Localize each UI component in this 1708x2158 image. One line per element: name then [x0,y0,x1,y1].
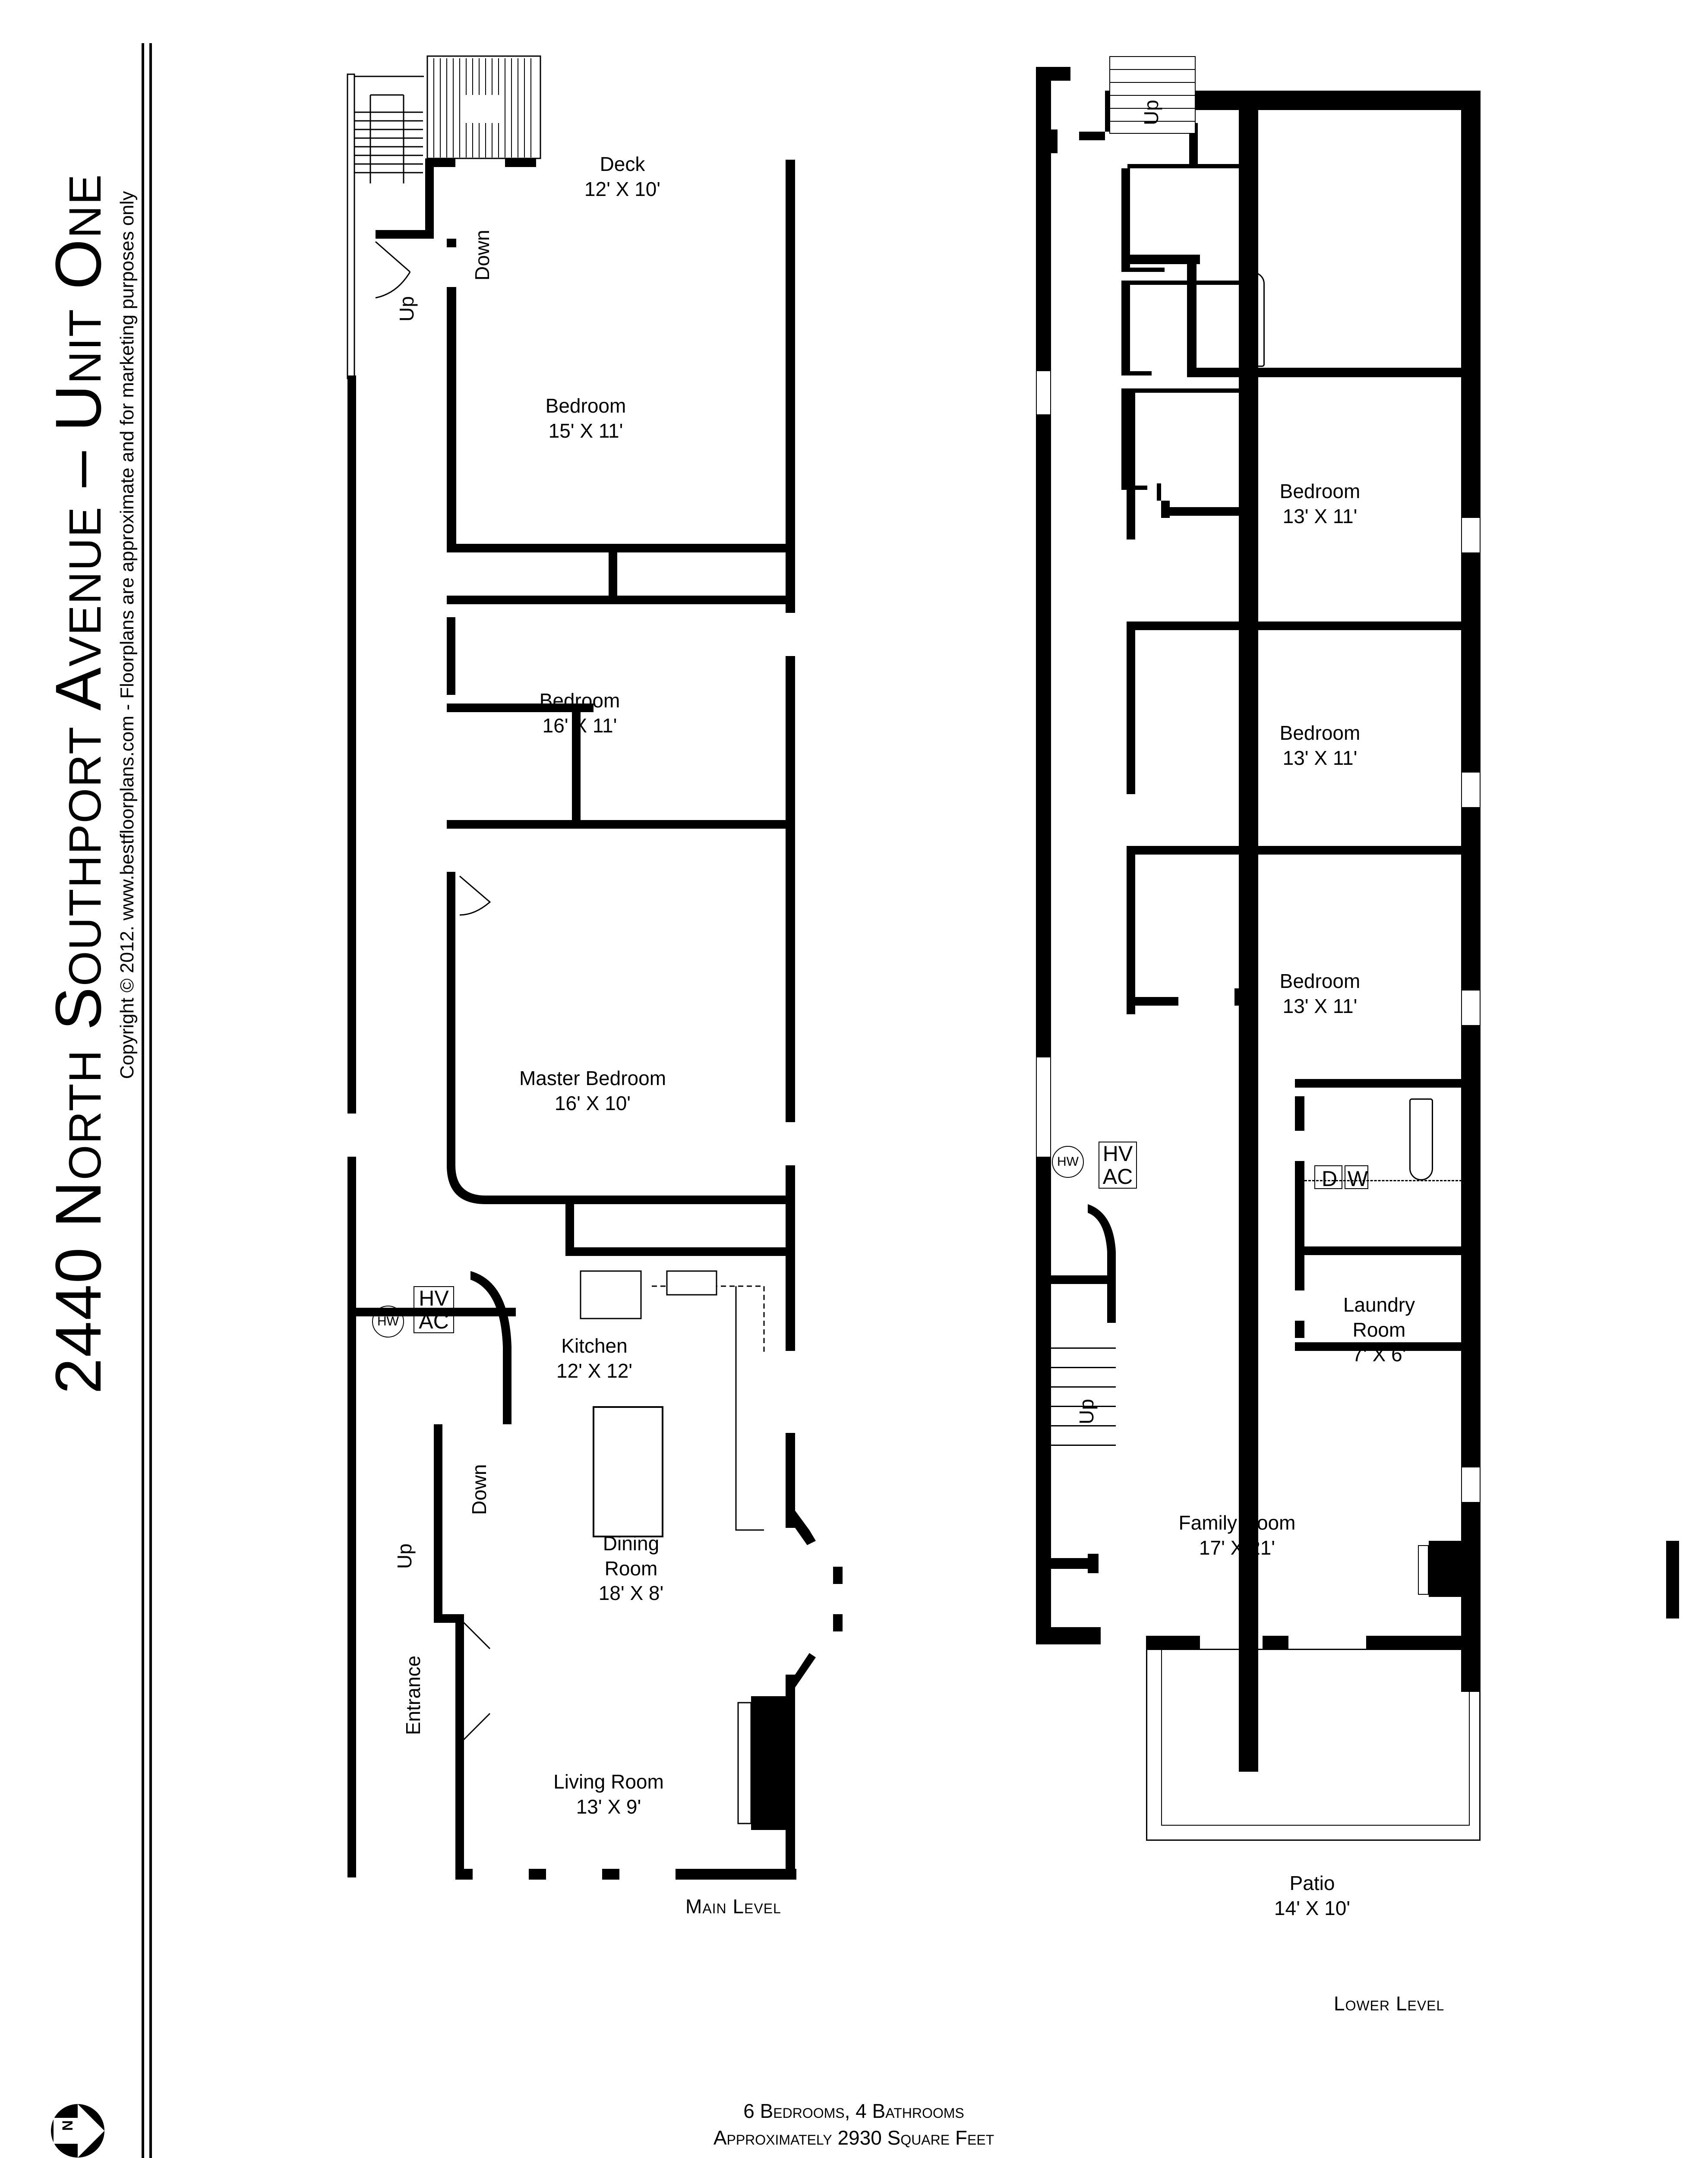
room-label-dining-room: Dining Room 18' X 8' [599,1531,664,1606]
room-name: Bedroom [539,689,620,712]
summary-beds-baths: 6 Bedrooms, 4 Bathrooms [743,2100,964,2122]
dryer-label: D [1321,1167,1338,1191]
stairs-up-label-2: Up [393,1543,416,1569]
stairs-down-label-2: Down [468,1464,490,1515]
room-label-lower-bedroom-3: Bedroom 13' X 11' [1280,969,1361,1019]
room-name: Patio [1289,1872,1335,1894]
washer-label: W [1347,1167,1368,1191]
property-summary: 6 Bedrooms, 4 Bathrooms Approximately 29… [714,2098,994,2151]
summary-square-feet: Approximately 2930 Square Feet [713,2126,994,2149]
room-dims: 7' X 6' [1352,1343,1406,1366]
lower-hvac-unit-label: HV AC [1099,1142,1137,1189]
room-label-living-room: Living Room 13' X 9' [553,1770,664,1819]
room-name: Kitchen [561,1335,628,1357]
border-line-left [142,43,144,2158]
stairs-up-label: Up [395,296,418,322]
hvac-line1: HV [419,1286,449,1310]
room-dims: 15' X 11' [548,419,623,442]
room-dims: 17' X 21' [1199,1536,1275,1559]
room-dims: 16' X 10' [554,1092,631,1114]
hvac-line1: HV [1102,1142,1133,1166]
hw-water-heater-label: HW [372,1306,404,1338]
room-label-bedroom-16x11: Bedroom 16' X 11' [540,688,620,738]
room-label-laundry-room: Laundry Room 7' X 6' [1343,1293,1415,1367]
hvac-line2: AC [1102,1164,1133,1189]
hvac-line2: AC [419,1309,449,1333]
north-arrow-icon: N [50,2103,105,2158]
room-label-family-room: Family Room 17' X 21' [1179,1511,1296,1560]
room-label-deck: Deck 12' X 10' [584,152,660,202]
lower-stairs-up-label-top: Up [1140,100,1162,125]
room-label-patio: Patio 14' X 10' [1274,1871,1350,1921]
room-label-lower-bedroom-1: Bedroom 13' X 11' [1280,479,1361,529]
border-line-right [149,43,152,2158]
room-name: Bedroom [545,394,626,417]
room-name: Deck [600,153,645,175]
room-label-master-bedroom: Master Bedroom 16' X 10' [519,1066,666,1116]
room-name: Bedroom [1279,480,1361,502]
stairs-down-label: Down [471,230,493,281]
room-dims: 16' X 11' [542,714,617,737]
lower-hw-water-heater-label: HW [1052,1146,1084,1178]
room-dims: 14' X 10' [1274,1896,1351,1919]
room-label-bedroom-15x11: Bedroom 15' X 11' [546,394,626,443]
room-dims: 12' X 12' [556,1359,633,1382]
room-dims: 18' X 8' [598,1582,664,1604]
room-name: Bedroom [1279,722,1361,744]
room-dims: 13' X 11' [1282,505,1358,527]
room-dims: 13' X 11' [1282,746,1358,769]
room-label-lower-bedroom-2: Bedroom 13' X 11' [1280,721,1361,770]
room-name-line2: Room [604,1557,658,1580]
room-dims: 12' X 10' [584,177,661,200]
lower-stairs-up-label-bottom: Up [1075,1399,1098,1424]
room-dims: 13' X 11' [1282,994,1358,1017]
room-name: Master Bedroom [519,1067,666,1089]
room-label-kitchen: Kitchen 12' X 12' [556,1334,632,1383]
main-level-plan [347,55,843,1880]
svg-text:N: N [60,2120,76,2131]
room-name-line1: Dining [603,1532,660,1555]
hvac-unit-label: HV AC [414,1286,454,1333]
room-name-line1: Laundry [1343,1294,1415,1316]
lower-level-label: Lower Level [1334,1992,1445,2015]
entrance-label: Entrance [402,1655,424,1735]
room-name-line2: Room [1352,1318,1406,1341]
room-dims: 13' X 9' [576,1795,641,1818]
room-name: Bedroom [1279,970,1361,992]
main-level-label: Main Level [685,1895,781,1918]
room-name: Family Room [1178,1511,1296,1534]
room-name: Living Room [553,1770,664,1793]
